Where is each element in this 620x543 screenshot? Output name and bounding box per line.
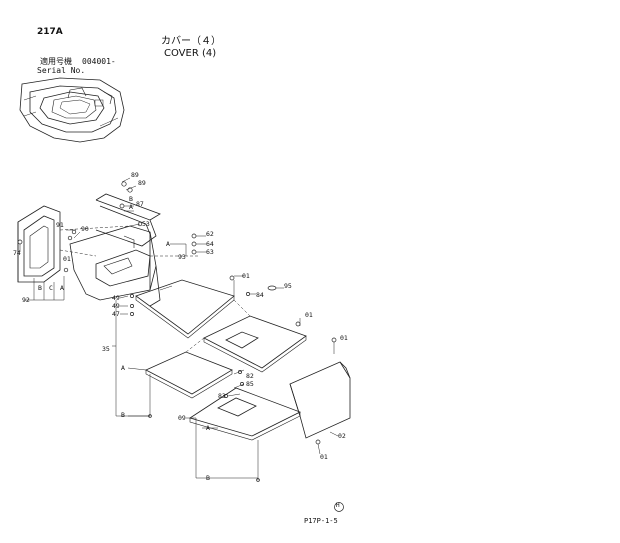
- callout-82: 82: [246, 372, 254, 380]
- access-plate: [203, 315, 307, 373]
- callout-91: 91: [56, 221, 64, 229]
- callout-87: 87: [136, 200, 144, 208]
- callout-01: 01: [320, 453, 328, 461]
- serial-label-english: Serial No.: [37, 66, 86, 75]
- dashed-reference-lines: [59, 225, 251, 353]
- left-side-panel: [17, 205, 61, 283]
- footer-part-code: P17P-1-5: [304, 517, 338, 525]
- callout-89: 89: [131, 171, 139, 179]
- fasteners: [17, 181, 337, 482]
- callout-90: 90: [81, 225, 89, 233]
- upper-bracket: [95, 193, 161, 247]
- callout-35: 35: [102, 345, 110, 353]
- callout-83: 83: [218, 392, 226, 400]
- footer-circle-mark: H: [336, 502, 340, 509]
- callout-01: 01: [242, 272, 250, 280]
- callout-a: A: [129, 203, 133, 211]
- callout-85: 85: [246, 380, 254, 388]
- callout-93: 93: [178, 253, 186, 261]
- footer-circle-mark-ring: [334, 502, 344, 512]
- callout-89: 89: [138, 179, 146, 187]
- callout-b: B: [206, 474, 210, 482]
- callout-49: 49: [112, 294, 120, 302]
- callout-09: 09: [178, 414, 186, 422]
- bottom-plate: [189, 387, 301, 441]
- callout-c: C: [49, 284, 53, 292]
- callout-a: A: [206, 424, 210, 432]
- callout-49: 49: [112, 302, 120, 310]
- callout-47: 47: [112, 310, 120, 318]
- callout-b: B: [38, 284, 42, 292]
- lower-floor-plate: [145, 351, 233, 399]
- callout-84: 84: [256, 291, 264, 299]
- machine-thumbnail: [19, 77, 125, 143]
- callout-74: 74: [13, 249, 21, 257]
- callout-95: 95: [284, 282, 292, 290]
- middle-cover-assembly: [69, 225, 161, 307]
- callout-64: 64: [206, 240, 214, 248]
- callout-a: A: [166, 240, 170, 248]
- callout-53: 53: [142, 220, 150, 228]
- callout-62: 62: [206, 230, 214, 238]
- callout-b: B: [129, 195, 133, 203]
- callout-92: 92: [22, 296, 30, 304]
- page-code: 217A: [37, 27, 63, 37]
- callout-02: 02: [338, 432, 346, 440]
- callout-a: A: [60, 284, 64, 292]
- leader-lines: [19, 177, 339, 480]
- callout-01: 01: [63, 255, 71, 263]
- right-side-cover: [289, 361, 351, 439]
- callout-a: A: [121, 364, 125, 372]
- title-english: COVER (4): [164, 48, 217, 59]
- serial-value: 004001-: [82, 57, 116, 66]
- callout-01: 01: [340, 334, 348, 342]
- title-japanese: カバー（４）: [161, 36, 221, 47]
- callout-63: 63: [206, 248, 214, 256]
- serial-label-japanese: 適用号機: [40, 57, 72, 66]
- callout-01: 01: [305, 311, 313, 319]
- callout-b: B: [121, 411, 125, 419]
